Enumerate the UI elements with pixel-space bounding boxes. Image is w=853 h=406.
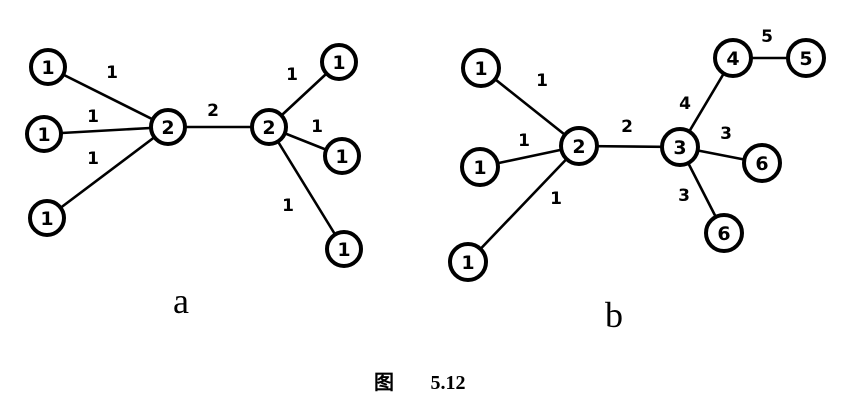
node-circle-b-8: [704, 213, 744, 253]
edge-weight-b-6: 3: [720, 124, 732, 144]
diagram-b: 1 1 1 2 4 5 3 3 1 1 1 2 3 4 5 6 6: [448, 27, 826, 282]
edge-weight-b-2: 1: [550, 189, 562, 209]
diagram-a-label: a: [173, 281, 189, 321]
edge-b-0: [479, 66, 581, 148]
node-b-6: 5: [786, 38, 826, 78]
edge-weight-a-2: 1: [87, 149, 99, 169]
node-circle-a-2: [28, 199, 66, 237]
figure-caption-number: 5.12: [431, 372, 466, 394]
node-b-2: 1: [448, 242, 488, 282]
edge-weight-b-1: 1: [518, 131, 530, 151]
node-circle-a-3: [149, 108, 187, 146]
diagram-b-label: b: [605, 295, 623, 335]
edge-weight-b-5: 5: [761, 27, 773, 47]
node-a-2: 1: [28, 199, 66, 237]
node-circle-b-0: [461, 48, 501, 88]
node-label-b-6: 5: [799, 48, 812, 70]
node-label-a-6: 1: [335, 146, 348, 168]
node-circle-b-1: [460, 147, 500, 187]
node-b-8: 6: [704, 213, 744, 253]
edge-weight-b-7: 3: [678, 186, 690, 206]
edge-weight-a-1: 1: [87, 107, 99, 127]
node-circle-a-5: [320, 43, 358, 81]
node-label-b-2: 1: [461, 252, 474, 274]
node-a-3: 2: [149, 108, 187, 146]
edge-weight-a-4: 1: [286, 65, 298, 85]
edge-weight-b-4: 4: [679, 94, 691, 114]
edge-b-2: [466, 144, 581, 264]
node-a-5: 1: [320, 43, 358, 81]
node-b-7: 6: [742, 143, 782, 183]
node-label-a-0: 1: [41, 57, 54, 79]
node-circle-a-6: [323, 137, 361, 175]
node-a-7: 1: [325, 230, 363, 268]
node-circle-b-5: [713, 38, 753, 78]
node-label-b-1: 1: [473, 157, 486, 179]
node-label-a-2: 1: [40, 208, 53, 230]
node-circle-a-4: [250, 108, 288, 146]
node-circle-a-7: [325, 230, 363, 268]
edge-weight-b-0: 1: [536, 71, 548, 91]
node-circle-b-2: [448, 242, 488, 282]
node-label-b-4: 3: [673, 137, 686, 159]
node-label-a-7: 1: [337, 239, 350, 261]
edge-weight-a-3: 2: [207, 101, 219, 121]
node-circle-b-6: [786, 38, 826, 78]
node-a-4: 2: [250, 108, 288, 146]
edge-weight-a-0: 1: [106, 63, 118, 83]
node-circle-b-3: [559, 126, 599, 166]
node-a-1: 1: [25, 115, 63, 153]
node-b-3: 2: [559, 126, 599, 166]
edge-weight-b-3: 2: [621, 117, 633, 137]
node-label-a-3: 2: [161, 117, 174, 139]
node-label-b-8: 6: [717, 223, 730, 245]
node-label-b-7: 6: [755, 153, 768, 175]
edge-weight-a-5: 1: [311, 117, 323, 137]
node-label-b-0: 1: [474, 58, 487, 80]
node-circle-b-7: [742, 143, 782, 183]
node-circle-b-4: [660, 127, 700, 167]
node-circle-a-0: [29, 48, 67, 86]
node-b-0: 1: [461, 48, 501, 88]
node-b-4: 3: [660, 127, 700, 167]
edge-a-0: [46, 65, 170, 129]
edge-a-6: [267, 125, 346, 251]
figure-caption-prefix: 图: [374, 371, 394, 394]
node-label-a-5: 1: [332, 52, 345, 74]
edge-a-1: [42, 125, 170, 136]
node-a-0: 1: [29, 48, 67, 86]
node-a-6: 1: [323, 137, 361, 175]
edge-weight-a-6: 1: [282, 196, 294, 216]
node-b-5: 4: [713, 38, 753, 78]
node-b-1: 1: [460, 147, 500, 187]
node-label-a-4: 2: [262, 117, 275, 139]
edge-a-2: [45, 125, 170, 220]
node-label-b-5: 4: [726, 48, 739, 70]
node-circle-a-1: [25, 115, 63, 153]
node-label-b-3: 2: [572, 136, 585, 158]
node-label-a-1: 1: [37, 124, 50, 146]
